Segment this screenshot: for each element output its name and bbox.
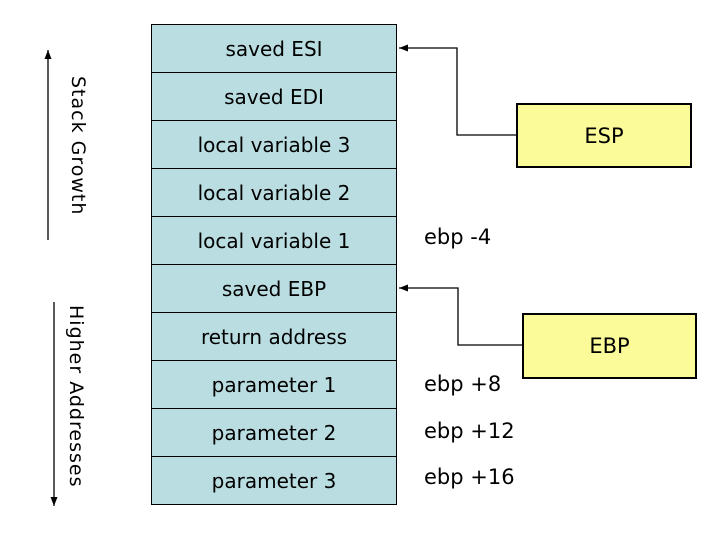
esp-register-box: ESP bbox=[516, 103, 692, 168]
stack-row: saved EDI bbox=[152, 73, 396, 121]
stack-row: saved ESI bbox=[152, 25, 396, 73]
esp-pointer-arrow bbox=[399, 44, 516, 136]
offset-label: ebp +12 bbox=[424, 419, 515, 443]
stack-row: saved EBP bbox=[152, 265, 396, 313]
offset-label: ebp -4 bbox=[424, 225, 492, 249]
stack-row: parameter 1 bbox=[152, 361, 396, 409]
ebp-pointer-arrow bbox=[399, 284, 522, 346]
stack-row: parameter 3 bbox=[152, 457, 396, 504]
stack-row: local variable 1 bbox=[152, 217, 396, 265]
stack-row: return address bbox=[152, 313, 396, 361]
higher-addresses-label: Higher Addresses bbox=[65, 305, 87, 488]
offset-label: ebp +16 bbox=[424, 465, 515, 489]
stack-row: local variable 3 bbox=[152, 121, 396, 169]
stack-growth-label: Stack Growth bbox=[67, 76, 89, 216]
stack-row: parameter 2 bbox=[152, 409, 396, 457]
stack-frame-column: saved ESI saved EDI local variable 3 loc… bbox=[151, 24, 397, 505]
stack-row: local variable 2 bbox=[152, 169, 396, 217]
offset-label: ebp +8 bbox=[424, 372, 502, 396]
ebp-register-box: EBP bbox=[522, 313, 697, 379]
